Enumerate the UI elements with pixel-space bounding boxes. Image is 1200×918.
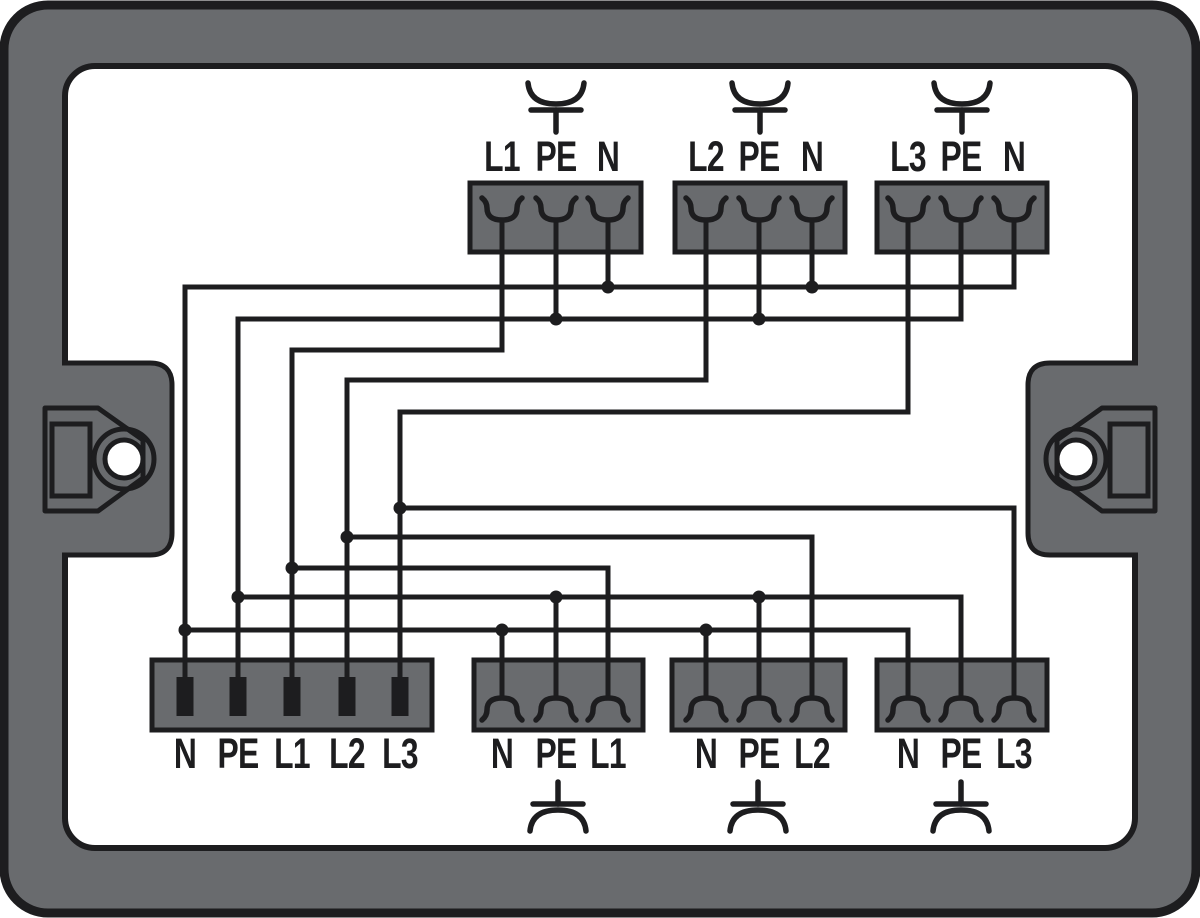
lug-bracket <box>49 421 93 499</box>
terminal-clamp-n <box>585 195 631 223</box>
lug-tag-outline <box>1054 405 1158 514</box>
junction-dot <box>393 501 407 515</box>
terminal-label-l1: L1 <box>484 133 520 181</box>
mounting-lug-left <box>42 360 175 558</box>
terminal-pin-pe <box>229 677 247 716</box>
junction-dot <box>285 561 299 575</box>
branch-circuit-symbol-bottom <box>527 779 589 834</box>
terminal-clamp-pe <box>736 695 782 723</box>
junction-dot <box>601 280 615 294</box>
branch-circuit-symbol-top <box>525 80 587 135</box>
junction-dot <box>699 623 713 637</box>
lug-tag-outline <box>42 405 146 514</box>
terminal-label-l1: L1 <box>590 730 626 778</box>
lug-screw-hole <box>1054 437 1098 481</box>
wire-n <box>185 627 911 698</box>
terminal-clamp-n <box>991 195 1037 223</box>
symbol-arc <box>930 807 992 834</box>
wire-l2 <box>347 534 815 698</box>
terminal-pin-n <box>176 677 194 716</box>
branch-circuit-symbol-bottom <box>930 779 992 834</box>
wire-l1 <box>289 221 505 677</box>
terminal-clamp-l2 <box>789 695 835 723</box>
branch-circuit-symbol-bottom <box>727 779 789 834</box>
terminal-label-n: N <box>897 730 919 778</box>
terminal-label-pe: PE <box>536 133 577 181</box>
terminal-clamp-pe <box>938 695 984 723</box>
terminal-label-pe: PE <box>739 133 780 181</box>
mounting-lug-right <box>1025 360 1158 558</box>
terminal-label-pe: PE <box>536 730 577 778</box>
terminal-pin-l2 <box>338 677 356 716</box>
branch-circuit-symbols <box>525 80 993 834</box>
wire-l3 <box>397 221 911 677</box>
terminal-label-l3: L3 <box>890 133 926 181</box>
wire-l2 <box>344 221 709 677</box>
terminal-clamp-n <box>885 695 931 723</box>
wire-n <box>182 221 1017 677</box>
terminal-clamp-n <box>683 695 729 723</box>
terminal-label-pe: PE <box>739 730 780 778</box>
terminal-label-pe: PE <box>941 730 982 778</box>
symbol-arc <box>525 80 587 107</box>
terminal-label-n: N <box>491 730 513 778</box>
terminal-label-l2: L2 <box>329 730 365 778</box>
branch-circuit-symbol-top <box>931 80 993 135</box>
junction-dot <box>752 590 766 604</box>
terminal-clamp-pe <box>533 195 579 223</box>
symbol-arc <box>729 80 791 107</box>
wiring <box>182 221 1017 698</box>
terminal-clamp-l3 <box>885 195 931 223</box>
terminal-label-l3: L3 <box>996 730 1032 778</box>
terminal-label-n: N <box>801 133 823 181</box>
terminal-clamp-l1 <box>479 195 525 223</box>
terminal-pin-l3 <box>391 677 409 716</box>
junction-dot <box>549 312 563 326</box>
terminal-label-n: N <box>597 133 619 181</box>
terminal-clamp-l1 <box>585 695 631 723</box>
lug-bracket <box>1107 421 1151 499</box>
junction-dot <box>495 623 509 637</box>
symbol-arc <box>931 80 993 107</box>
junction-dot <box>231 590 245 604</box>
terminal-label-n: N <box>695 730 717 778</box>
terminal-clamp-l2 <box>683 195 729 223</box>
terminal-clamp-n <box>479 695 525 723</box>
terminal-label-pe: PE <box>941 133 982 181</box>
terminal-label-l1: L1 <box>274 730 310 778</box>
terminal-label-l3: L3 <box>382 730 418 778</box>
terminal-clamp-pe <box>533 695 579 723</box>
wire-pe <box>235 221 964 677</box>
terminal-clamp-l3 <box>991 695 1037 723</box>
branch-circuit-symbol-top <box>729 80 791 135</box>
junction-dots <box>178 280 819 637</box>
symbol-arc <box>727 807 789 834</box>
lug-screw-hole <box>102 437 146 481</box>
lug-screw-ring <box>1043 426 1109 492</box>
terminal-label-l2: L2 <box>794 730 830 778</box>
terminal-label-l2: L2 <box>688 133 724 181</box>
symbol-arc <box>527 807 589 834</box>
junction-dot <box>340 530 354 544</box>
wire-pe <box>238 594 964 698</box>
junction-dot <box>549 590 563 604</box>
terminal-label-n: N <box>174 730 196 778</box>
wire-l1 <box>292 565 611 698</box>
wire-l3 <box>400 505 1017 698</box>
lug-screw-ring <box>91 426 157 492</box>
terminal-clamp-pe <box>736 195 782 223</box>
terminal-label-n: N <box>1003 133 1025 181</box>
terminal-clamp-n <box>789 195 835 223</box>
junction-dot <box>178 623 192 637</box>
junction-dot <box>805 280 819 294</box>
terminal-label-pe: PE <box>218 730 259 778</box>
junction-dot <box>752 312 766 326</box>
terminal-pin-l1 <box>283 677 301 716</box>
terminal-clamp-pe <box>938 195 984 223</box>
